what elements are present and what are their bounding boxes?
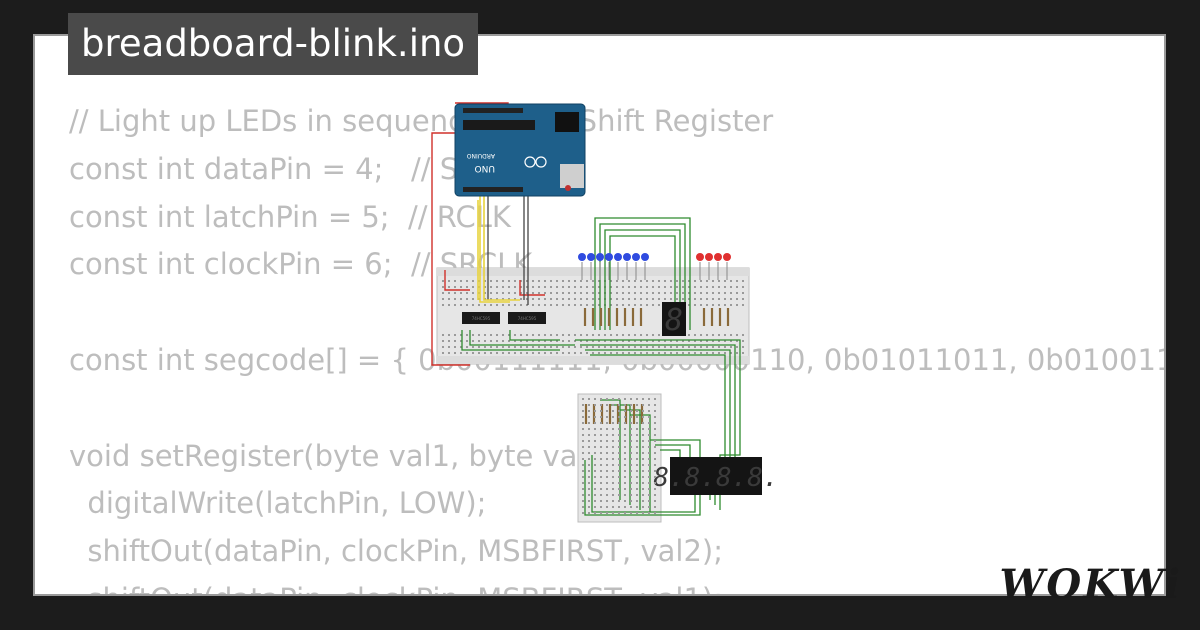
blue-led: [614, 253, 622, 261]
four-digit-display: 8.8.8.8.: [653, 457, 779, 495]
blue-led: [605, 253, 613, 261]
seven-segment-display: 8: [662, 302, 686, 338]
seven-segment-digit: 8: [665, 303, 683, 338]
breadboard-holes-lower: [582, 398, 656, 514]
gray-wires: [487, 195, 529, 305]
shift-register-chip-1: 74HC595: [462, 312, 500, 324]
blue-leds: [578, 253, 649, 280]
breadboard-holes-main: [442, 280, 744, 354]
svg-text:74HC595: 74HC595: [518, 316, 537, 321]
board-brand-label: ARDUINO: [466, 152, 495, 159]
four-digit-display-text: 8.8.8.8.: [653, 463, 778, 493]
code-line: shiftOut(dataPin, clockPin, MSBFIRST, va…: [69, 534, 723, 569]
arduino-uno-board: UNO ARDUINO: [454, 103, 586, 197]
blue-led: [578, 253, 586, 261]
red-led: [714, 253, 722, 261]
code-line: const int latchPin = 5; // RCLK: [69, 199, 511, 234]
arduino-infinity-icon: [524, 156, 536, 168]
board-model-label: UNO: [475, 163, 495, 173]
red-led: [696, 253, 704, 261]
blue-led: [596, 253, 604, 261]
resistors-lower: [584, 404, 644, 424]
blue-led: [632, 253, 640, 261]
svg-text:74HC595: 74HC595: [472, 316, 491, 321]
shift-register-chip-2: 74HC595: [508, 312, 546, 324]
red-leds: [696, 253, 731, 280]
wokwi-logo: WOKWi: [999, 561, 1182, 608]
blue-led: [641, 253, 649, 261]
code-line: shiftOut(dataPin, clockPin, MSBFIRST, va…: [69, 576, 1164, 594]
project-title: breadboard-blink.ino: [68, 13, 479, 75]
blue-led: [587, 253, 595, 261]
yellow-wires: [477, 195, 520, 303]
resistors-upper: [583, 308, 730, 326]
code-line: digitalWrite(latchPin, LOW);: [69, 486, 487, 521]
red-led: [723, 253, 731, 261]
blue-led: [623, 253, 631, 261]
red-led: [705, 253, 713, 261]
